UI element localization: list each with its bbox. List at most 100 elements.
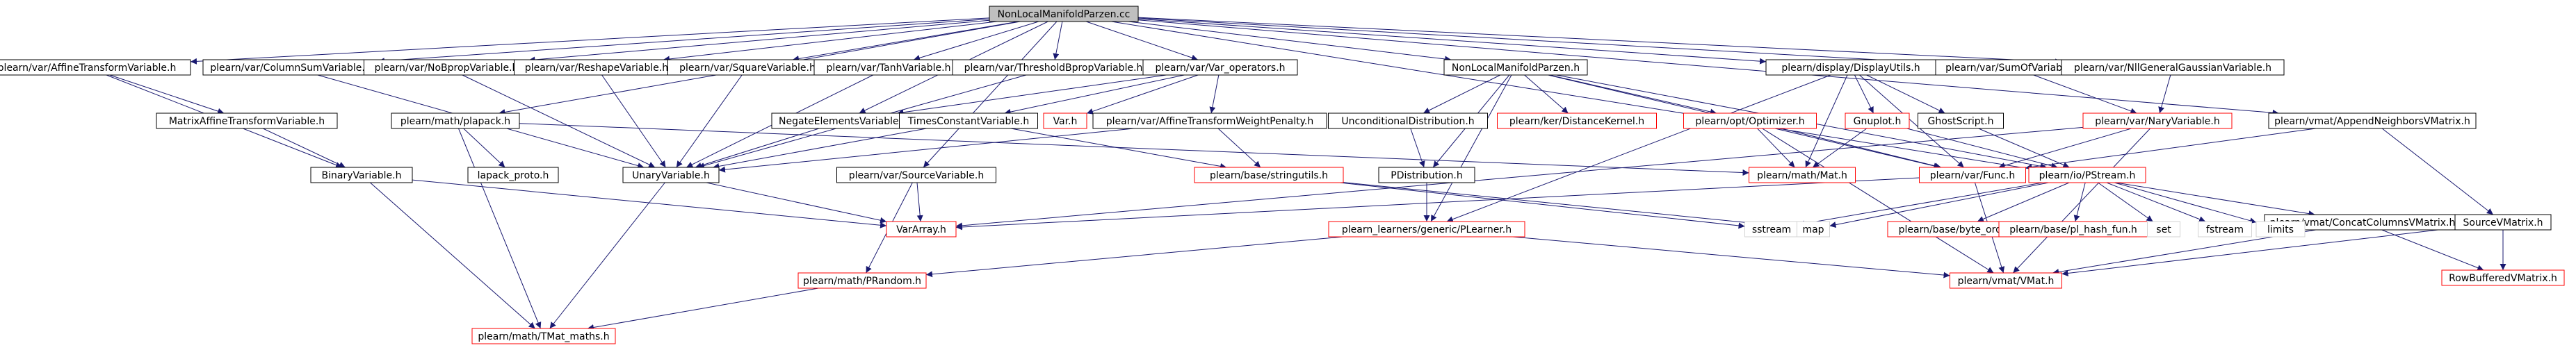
edge-nl-gauss-to-nary <box>2158 74 2171 114</box>
node-var-array[interactable]: VarArray.h <box>886 221 957 238</box>
node-display-utils[interactable]: plearn/display/DisplayUtils.h <box>1765 59 1936 76</box>
node-box <box>2147 221 2180 238</box>
node-times-constant[interactable]: TimesConstantVariable.h <box>899 112 1038 129</box>
edge-root-to-nlmp-h <box>1128 21 1452 62</box>
edge-var-operators-to-affine-weight-penalty <box>1209 74 1220 114</box>
node-square[interactable]: plearn/var/SquareVariable.h <box>667 59 827 76</box>
edge-nary-to-func <box>1998 128 2132 169</box>
edge-reshape-to-unary <box>601 74 666 168</box>
edge-times-constant-to-unary <box>713 128 927 169</box>
node-label: plearn/math/plapack.h <box>400 116 510 127</box>
node-box <box>1043 112 1087 129</box>
node-distance-kernel[interactable]: plearn/ker/DistanceKernel.h <box>1497 112 1657 129</box>
node-fstream: fstream <box>2198 221 2252 238</box>
node-label: plearn/var/NllGeneralGaussianVariable.h <box>2074 62 2271 74</box>
node-negate-elements[interactable]: NegateElementsVariable.h <box>771 112 916 129</box>
node-tmat-maths[interactable]: plearn/math/TMat_maths.h <box>471 328 616 344</box>
node-reshape[interactable]: plearn/var/ReshapeVariable.h <box>514 59 679 76</box>
node-column-sum[interactable]: plearn/var/ColumnSumVariable.h <box>202 59 379 76</box>
node-plearner[interactable]: plearn_learners/generic/PLearner.h <box>1328 221 1525 238</box>
node-unconditional-distribution[interactable]: UnconditionalDistribution.h <box>1328 112 1488 129</box>
node-nary[interactable]: plearn/var/NaryVariable.h <box>2082 112 2233 129</box>
node-tanh[interactable]: plearn/var/TanhVariable.h <box>813 59 964 76</box>
node-box <box>1919 167 2026 183</box>
node-pl-hash-fun[interactable]: plearn/base/pl_hash_fun.h <box>1998 221 2148 238</box>
node-func[interactable]: plearn/var/Func.h <box>1919 167 2026 183</box>
node-limits: limits <box>2255 221 2306 238</box>
node-nlmp-h[interactable]: NonLocalManifoldParzen.h <box>1443 59 1588 76</box>
node-label: NonLocalManifoldParzen.h <box>1452 62 1580 74</box>
node-optimizer[interactable]: plearn/opt/Optimizer.h <box>1683 112 1817 129</box>
edge-affine-transform-mat-to-binary <box>263 128 346 168</box>
edge-sum-of-to-nary <box>2033 74 2137 115</box>
node-affine-transform-mat[interactable]: MatrixAffineTransformVariable.h <box>156 112 338 129</box>
node-box <box>1142 59 1298 76</box>
node-row-buffered[interactable]: RowBufferedVMatrix.h <box>2441 269 2565 286</box>
edge-display-utils-to-mat <box>1805 74 1848 168</box>
node-sum-of[interactable]: plearn/var/SumOfVariable.h <box>1935 59 2091 76</box>
node-source-vmatrix[interactable]: SourceVMatrix.h <box>2454 214 2552 231</box>
node-stringutils[interactable]: plearn/base/stringutils.h <box>1194 167 1344 183</box>
node-box <box>2268 112 2477 129</box>
edge-optimizer-to-func <box>1781 128 1941 169</box>
node-affine-weight-penalty[interactable]: plearn/var/AffineTransformWeightPenalty.… <box>1092 112 1327 129</box>
node-box <box>1328 221 1525 238</box>
node-affine-transform-var[interactable]: plearn/var/AffineTransformVariable.h <box>0 59 191 76</box>
node-box <box>2082 112 2233 129</box>
node-map: map <box>1797 221 1830 238</box>
edge-root-to-append-neighbors <box>1137 19 2279 116</box>
node-box <box>2061 59 2285 76</box>
node-box <box>467 167 559 183</box>
edge-root-to-column-sum <box>378 18 990 65</box>
edge-pstream-to-pl-hash-fun <box>2073 182 2086 222</box>
node-label: set <box>2156 224 2171 235</box>
node-box <box>1950 272 2062 289</box>
edge-var-operators-to-var-h <box>1086 74 1199 115</box>
node-append-neighbors[interactable]: plearn/vmat/AppendNeighborsVMatrix.h <box>2268 112 2477 129</box>
node-label: RowBufferedVMatrix.h <box>2449 273 2557 284</box>
node-vmat[interactable]: plearn/vmat/VMat.h <box>1950 272 2062 289</box>
node-root[interactable]: NonLocalManifoldParzen.cc <box>989 6 1139 22</box>
node-box <box>2198 221 2252 238</box>
edge-nary-to-var-array <box>955 126 2084 229</box>
edge-func-to-var-array <box>955 177 1920 231</box>
node-pdistribution[interactable]: PDistribution.h <box>1378 167 1475 183</box>
node-label: plearn/base/byte_order.h <box>1899 224 2020 235</box>
node-pstream[interactable]: plearn/io/PStream.h <box>2028 167 2146 183</box>
edge-nlmp-h-to-plearner <box>1430 74 1512 222</box>
node-gnuplot[interactable]: Gnuplot.h <box>1845 112 1910 129</box>
node-box <box>2028 167 2146 183</box>
node-unary[interactable]: UnaryVariable.h <box>622 167 720 183</box>
edge-source-variable-to-var-array <box>916 182 923 222</box>
node-label: plearn/base/stringutils.h <box>1210 170 1328 181</box>
node-label: lapack_proto.h <box>478 170 549 181</box>
node-box <box>391 112 520 129</box>
edge-nlmp-h-to-optimizer <box>1549 74 1717 115</box>
node-no-bprop[interactable]: plearn/var/NoBpropVariable.h <box>364 59 529 76</box>
node-label: plearn/var/TanhVariable.h <box>827 62 951 74</box>
edge-affine-weight-penalty-to-stringutils <box>1217 128 1261 168</box>
node-ghostscript[interactable]: GhostScript.h <box>1918 112 2004 129</box>
node-threshold-bprop[interactable]: plearn/var/ThresholdBpropVariable.h <box>952 59 1155 76</box>
node-binary[interactable]: BinaryVariable.h <box>310 167 413 183</box>
edge-negate-elements-to-unary <box>695 128 820 169</box>
node-lapack-proto[interactable]: lapack_proto.h <box>467 167 559 183</box>
node-label: plearn/io/PStream.h <box>2039 170 2136 181</box>
node-prandom[interactable]: plearn/math/PRandom.h <box>797 272 927 289</box>
node-source-variable[interactable]: plearn/var/SourceVariable.h <box>836 167 996 183</box>
edge-append-neighbors-to-source-vmatrix <box>2381 128 2494 215</box>
node-box <box>1092 112 1327 129</box>
node-var-operators[interactable]: plearn/var/Var_operators.h <box>1142 59 1298 76</box>
edge-binary-to-tmat-maths <box>370 182 535 329</box>
node-box <box>1749 167 1856 183</box>
node-mat[interactable]: plearn/math/Mat.h <box>1749 167 1856 183</box>
edge-pstream-to-byte-order <box>1977 182 2070 222</box>
node-plapack[interactable]: plearn/math/plapack.h <box>391 112 520 129</box>
edge-var-operators-to-times-constant <box>1004 74 1185 115</box>
node-label: Var.h <box>1053 116 1078 127</box>
node-nl-gauss[interactable]: plearn/var/NllGeneralGaussianVariable.h <box>2061 59 2285 76</box>
edge-square-to-unary <box>676 74 743 168</box>
node-byte-order[interactable]: plearn/base/byte_order.h <box>1887 221 2032 238</box>
node-var-h[interactable]: Var.h <box>1043 112 1087 129</box>
